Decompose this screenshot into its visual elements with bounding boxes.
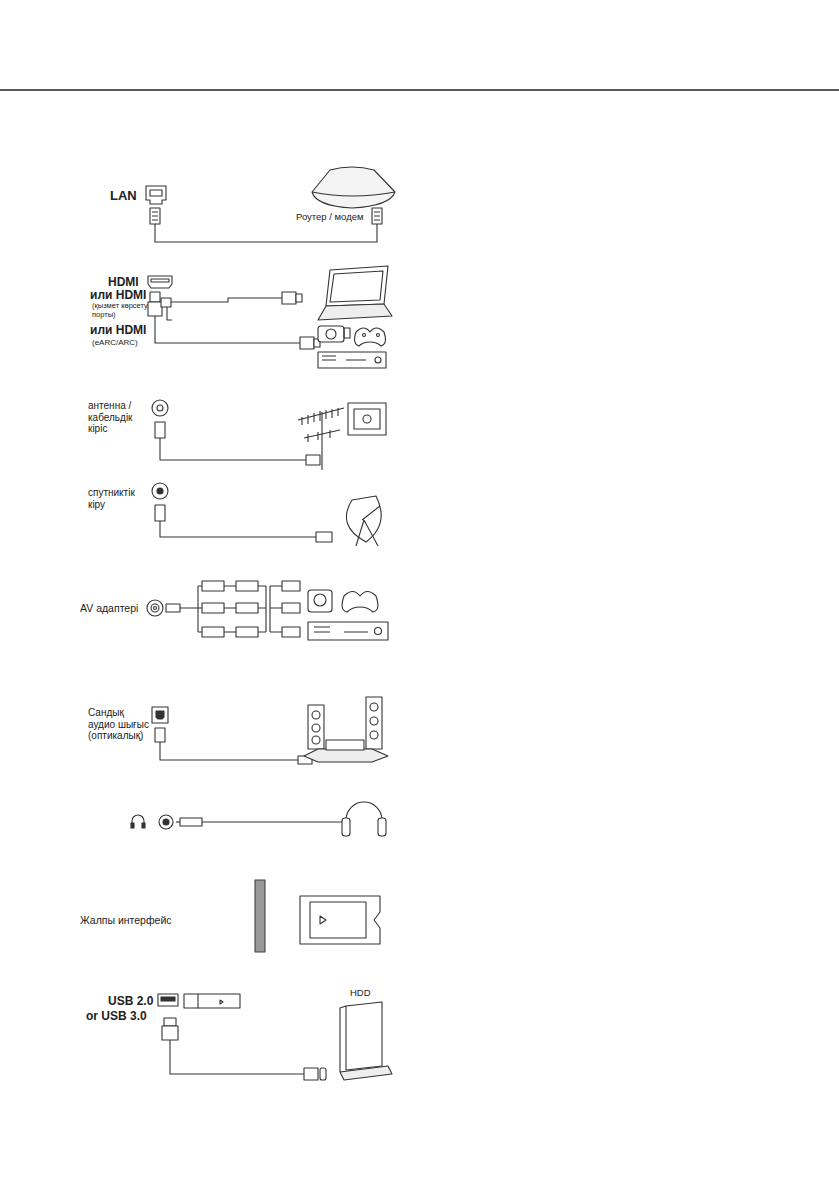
headphone-jack <box>131 815 346 829</box>
laptop <box>318 266 392 320</box>
speakers <box>304 697 388 762</box>
router <box>312 167 395 208</box>
antenna-input <box>152 400 320 465</box>
port-label: или HDMI <box>90 289 146 303</box>
port-label: спутниктік кіру <box>88 487 148 510</box>
ci-slot-and-card <box>255 880 380 952</box>
port-label: антенна / кабельдік кіріс <box>88 400 146 435</box>
hdmi-ports-and-cables <box>148 276 320 349</box>
av-adapter <box>147 581 388 640</box>
port-label: AV адаптері <box>80 602 138 614</box>
port-label: Жалпы интерфейс <box>80 914 172 926</box>
port-note: (eARC/ARC) <box>92 338 138 347</box>
port-label: or USB 3.0 <box>86 1010 147 1024</box>
usb-port-and-stick <box>158 994 326 1080</box>
port-label: HDMI <box>108 276 139 290</box>
port-note: (қызмет көрсету порты) <box>92 302 150 319</box>
set-top-box <box>318 352 386 368</box>
port-label: USB 2.0 <box>108 995 153 1009</box>
satellite-input <box>152 483 332 542</box>
port-label: LAN <box>110 189 137 204</box>
optical-output <box>152 707 312 764</box>
device-label: Роутер / модем <box>296 212 364 223</box>
camcorder-and-gamepad <box>318 326 385 346</box>
port-label: или HDMI <box>90 324 146 338</box>
port-label: Сандық аудио шығыс (оптикалық) <box>88 707 152 742</box>
satellite-dish <box>346 496 381 546</box>
hdd <box>340 1002 392 1080</box>
antenna-and-wall-socket <box>298 403 386 470</box>
headphones <box>342 802 386 836</box>
device-label: HDD <box>350 988 371 999</box>
